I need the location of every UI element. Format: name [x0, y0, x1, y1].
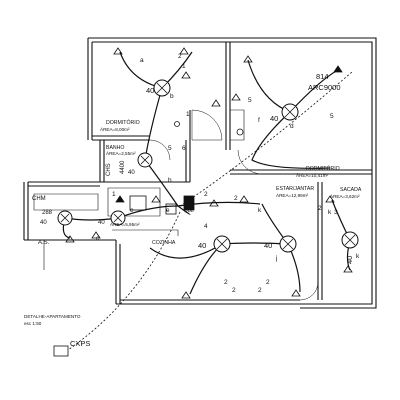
circuit-letter: d: [290, 123, 294, 130]
circuit-letter: c: [96, 235, 100, 242]
lamp-banho: [137, 152, 153, 168]
cxps-label: CXPS: [70, 339, 90, 348]
circuit-number: 2: [204, 191, 208, 198]
circuit-letter: j: [275, 255, 277, 262]
circuit-number: 6: [182, 145, 186, 152]
room-name-area-servico: A.S.: [38, 240, 50, 246]
room-name-dormitorio1: DORMITÓRIO: [106, 119, 140, 126]
doors: [149, 109, 319, 301]
circuit-number: 2: [266, 279, 270, 286]
circuit-number: 2: [224, 279, 228, 286]
circuit-number: 1: [112, 191, 116, 198]
circuit-number: 2: [234, 195, 238, 202]
lamp-power-banho: 40: [128, 170, 135, 176]
lamp-power-sacada: 40: [345, 256, 354, 264]
lamp-power-cozinha: 40: [98, 220, 105, 226]
qdl-label: QDL: [184, 208, 194, 213]
drawing-scale: esc 1:50: [24, 321, 42, 326]
circuit-code-814: 814: [316, 72, 329, 81]
title-block: DETALHE-APARTAMENTO esc 1:50: [24, 314, 81, 326]
chm-label: CHM: [32, 196, 46, 202]
lamp-power-dormitorio1: 40: [146, 86, 154, 95]
room-area-dormitorio2: ÁREA=10,41m²: [296, 172, 329, 178]
walls: [23, 37, 377, 309]
circuit-letter: e: [166, 207, 170, 214]
luminaires: [57, 79, 359, 253]
lamp-estar1: [213, 235, 231, 253]
dashed-leaders: [67, 71, 353, 351]
circuit-numbers: 2 2 2 2 2 2 2 2 k k k b a c d j f e h e …: [96, 53, 360, 294]
lamp-as: [57, 210, 73, 226]
circuit-number: 2: [318, 205, 322, 212]
room-area-dormitorio1: ÁREA=8,00m²: [100, 126, 130, 132]
room-name-estar: ESTAR/JANTAR: [276, 186, 314, 192]
drawing-title: DETALHE-APARTAMENTO: [24, 314, 81, 319]
circuit-letter: f: [258, 117, 260, 124]
lamp-cozinha: [110, 210, 126, 226]
circuit-letter: k: [328, 209, 332, 216]
lamp-sacada: [341, 231, 359, 249]
lamp-power-as: 40: [40, 220, 47, 226]
circuit-number: 1: [186, 111, 190, 118]
room-labels: DORMITÓRIO ÁREA=8,00m² BANHO ÁREA=2,55m²…: [38, 119, 362, 246]
circuit-number: 2: [232, 287, 236, 294]
room-area-banho: ÁREA=2,55m²: [106, 150, 136, 156]
room-name-banho: BANHO: [106, 145, 124, 151]
arc-code: ARC9000: [308, 83, 341, 92]
outlet-symbols: [53, 47, 353, 357]
lamp-power-dormitorio2: 40: [270, 114, 278, 123]
chm-value: 288: [42, 210, 53, 216]
chs-value: 4400: [120, 160, 126, 174]
circuit-number: 5: [168, 145, 172, 152]
circuit-letter: b: [170, 93, 174, 100]
circuit-number: 3: [334, 209, 338, 216]
circuit-number: 5: [248, 97, 252, 104]
circuit-letter: k: [258, 207, 262, 214]
circuit-number: 2: [258, 287, 262, 294]
circuit-number: 2: [178, 53, 182, 60]
room-area-sacada: ÁREA=3,62m²: [330, 193, 360, 199]
chs-label: CHS: [106, 163, 112, 176]
lamp-power-estar1: 40: [198, 241, 206, 250]
circuit-letter: k: [356, 253, 360, 260]
circuit-number: 5: [330, 113, 334, 120]
lamp-power-estar2: 40: [264, 241, 272, 250]
circuit-letter: a: [140, 57, 144, 64]
lamp-dormitorio2: [281, 103, 299, 121]
room-name-dormitorio2: DORMITÓRIO: [306, 165, 340, 172]
circuit-number: 4: [204, 223, 208, 230]
room-area-area-servico: ÁREA=5,95m²: [110, 221, 140, 227]
fixture-labels: 40 40 40 40 40 40 40 40 ARC9000 814 CHS …: [32, 72, 354, 348]
circuit-letter: e: [130, 207, 134, 214]
room-name-sacada: SACADA: [340, 187, 362, 193]
room-area-estar: ÁREA=12,99m²: [276, 192, 309, 198]
room-name-cozinha: COZINHA: [152, 240, 176, 246]
lamp-estar2: [279, 235, 297, 253]
circuit-number: 1: [182, 63, 186, 70]
lamp-dormitorio1: [153, 79, 171, 97]
circuit-letter: h: [168, 177, 172, 184]
